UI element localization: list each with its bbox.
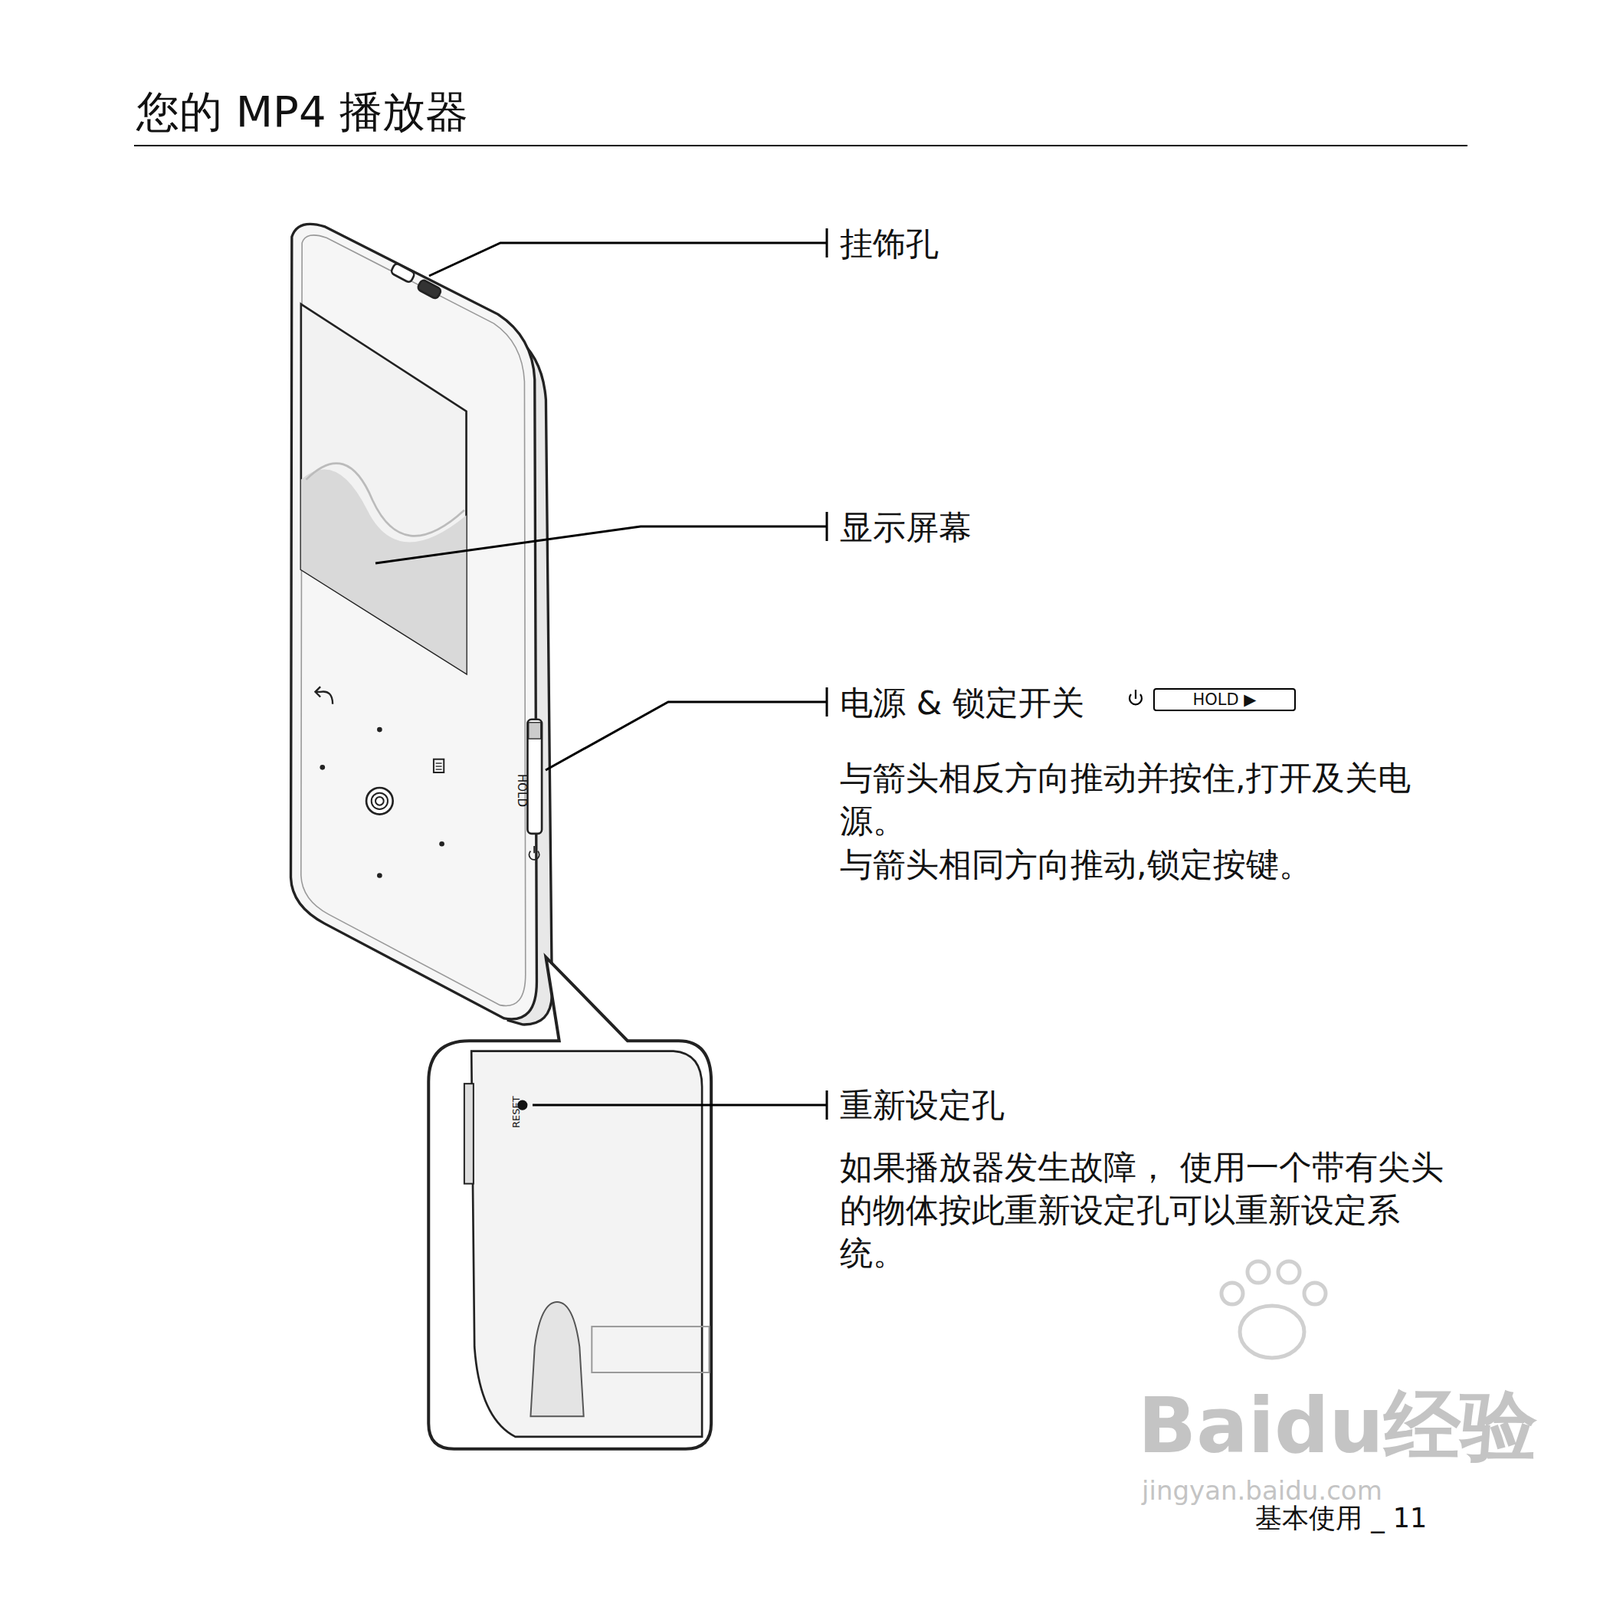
part-name: 显示屏幕 — [839, 507, 972, 548]
page-title: 您的 MP4 播放器 — [136, 85, 469, 138]
watermark: jingyan.baidu.com — [1141, 1475, 1383, 1507]
watermark: Baidu经验 — [1137, 1379, 1538, 1473]
hold-switch-icon: HOLD ▶ — [1153, 688, 1296, 712]
device-marking: HOLD — [514, 773, 529, 807]
part-name: 电源 & 锁定开关 — [839, 682, 1085, 723]
mp4-player — [291, 223, 712, 1450]
title-rule — [134, 144, 1468, 147]
leader-lines — [375, 228, 827, 1120]
page-footer: 基本使用 _ 11 — [1255, 1501, 1427, 1535]
watermark-paw — [1221, 1261, 1326, 1358]
power-icon — [1129, 689, 1142, 705]
note: 如果播放器发生故障， 使用一个带有尖头的物体按此重新设定孔可以重新设定系统。 — [839, 1146, 1446, 1276]
switch-label: HOLD ▶ — [1171, 689, 1278, 710]
note: 与箭头相反方向推动并按住,打开及关电源。 — [839, 757, 1438, 843]
note: 与箭头相同方向推动,锁定按键。 — [839, 843, 1438, 887]
part-name: 挂饰孔 — [839, 223, 939, 264]
part-name: 重新设定孔 — [839, 1085, 1005, 1125]
device-marking: RESET — [510, 1095, 523, 1128]
